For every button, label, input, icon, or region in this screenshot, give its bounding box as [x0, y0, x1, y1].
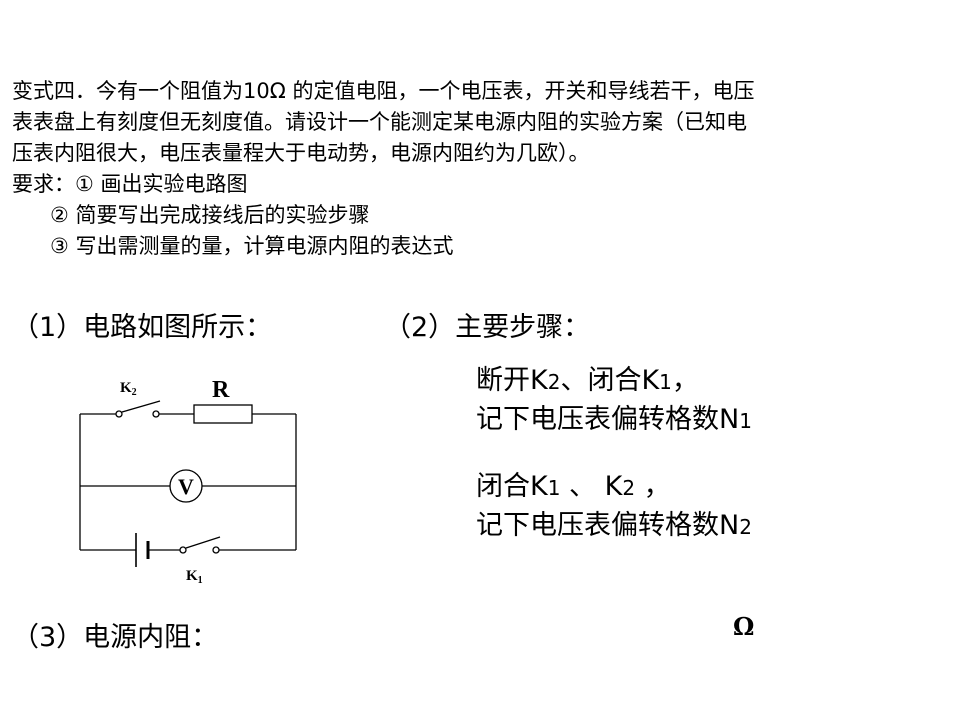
requirements-line: 要求：① 画出实验电路图 — [12, 172, 248, 196]
switch-k2-blade — [121, 400, 161, 413]
voltmeter-label: V — [178, 474, 194, 499]
step2-line1: 闭合K1 、 K2 ， — [476, 471, 671, 502]
resistor-symbol — [193, 404, 253, 424]
switch-k1-blade — [185, 536, 221, 549]
problem-line-1: 变式四．今有一个阻值为10Ω 的定值电阻，一个电压表，开关和导线若干，电压 — [12, 79, 755, 103]
step2-line2: 记下电压表偏转格数N2 — [476, 510, 752, 541]
resistor-label: R — [212, 377, 230, 403]
problem-line-2: 表表盘上有刻度但无刻度值。请设计一个能测定某电源内阻的实验方案（已知电 — [12, 110, 747, 134]
switch-k1-label: K1 — [186, 568, 203, 586]
part3-title: （3）电源内阻： — [12, 622, 219, 653]
part1-title: （1）电路如图所示： — [12, 312, 273, 343]
part2-title: （2）主要步骤： — [384, 312, 591, 343]
switch-k2-contact-right — [152, 410, 160, 418]
switch-k2-contact-left — [115, 410, 123, 418]
requirement-3: ③ 写出需测量的量，计算电源内阻的表达式 — [50, 234, 454, 258]
step1-line1: 断开K2、闭合K1， — [476, 365, 699, 396]
requirement-2: ② 简要写出完成接线后的实验步骤 — [50, 203, 370, 227]
switch-k2-label: K2 — [120, 380, 137, 398]
problem-statement: 变式四．今有一个阻值为10Ω 的定值电阻，一个电压表，开关和导线若干，电压 表表… — [12, 76, 948, 262]
ohm-unit: Ω — [733, 612, 755, 641]
circuit-diagram: K2 R V K1 — [79, 377, 297, 586]
switch-k1-contact-left — [179, 546, 187, 554]
problem-line-3: 压表内阻很大，电压表量程大于电动势，电源内阻约为几欧）。 — [12, 141, 590, 165]
step1-line2: 记下电压表偏转格数N1 — [476, 404, 752, 435]
switch-k1-contact-right — [212, 546, 220, 554]
